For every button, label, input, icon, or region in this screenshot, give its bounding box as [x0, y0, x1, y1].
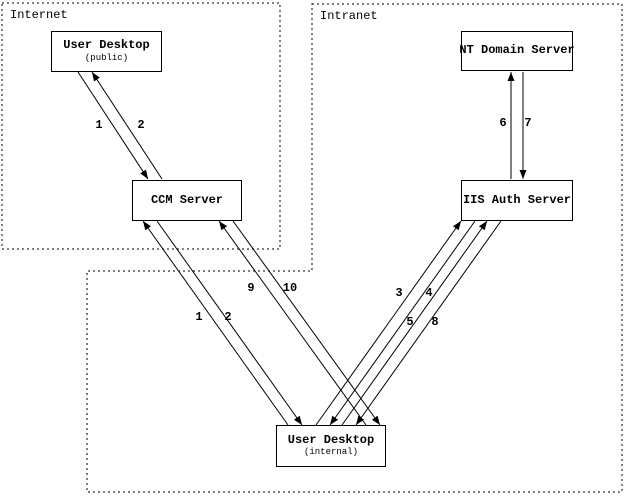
internet-region-label: Internet [10, 8, 68, 22]
arrow-5-internal-to-iis [341, 220, 488, 426]
arrow-label-8: 8 [431, 315, 439, 329]
node-subtitle: (internal) [303, 447, 358, 458]
node-nt-domain-server: NT Domain Server [459, 31, 575, 71]
node-title: User Desktop [63, 38, 150, 53]
arrow-8-iis-to-internal [355, 220, 502, 426]
arrow-label-7: 7 [524, 116, 532, 130]
arrow-2-ccm-to-public [91, 71, 163, 180]
arrow-label-2-internal: 2 [224, 310, 232, 324]
arrow-9-internal-to-ccm [218, 220, 367, 426]
node-user-desktop-internal: User Desktop (internal) [276, 425, 386, 467]
arrow-3-internal-to-iis [315, 220, 462, 426]
internet-boundary [1, 2, 281, 250]
arrow-label-4: 4 [425, 286, 433, 300]
arrow-1-public-to-ccm [77, 71, 149, 180]
intranet-region-label: Intranet [320, 9, 378, 23]
arrow-label-10: 10 [282, 281, 298, 295]
arrow-10-ccm-to-internal [232, 220, 381, 426]
arrow-2-ccm-to-internal [156, 220, 303, 426]
intranet-boundary [86, 3, 623, 493]
arrow-label-6: 6 [499, 116, 507, 130]
arrow-label-3: 3 [395, 286, 403, 300]
arrow-label-5: 5 [406, 315, 414, 329]
arrow-label-9: 9 [247, 281, 255, 295]
arrow-label-1-internal: 1 [195, 310, 203, 324]
node-ccm-server: CCM Server [132, 180, 242, 221]
node-subtitle: (public) [84, 52, 129, 63]
node-iis-auth-server: IIS Auth Server [461, 180, 573, 221]
node-title: NT Domain Server [459, 43, 575, 58]
node-user-desktop-public: User Desktop (public) [51, 31, 162, 72]
node-title: User Desktop [287, 432, 375, 447]
arrow-1-internal-to-ccm [142, 220, 289, 426]
arrow-4-iis-to-internal [329, 220, 476, 426]
node-title: IIS Auth Server [462, 192, 572, 207]
arrow-label-2-public: 2 [137, 118, 145, 132]
node-title: CCM Server [150, 192, 223, 207]
arrow-label-1-public: 1 [95, 118, 103, 132]
